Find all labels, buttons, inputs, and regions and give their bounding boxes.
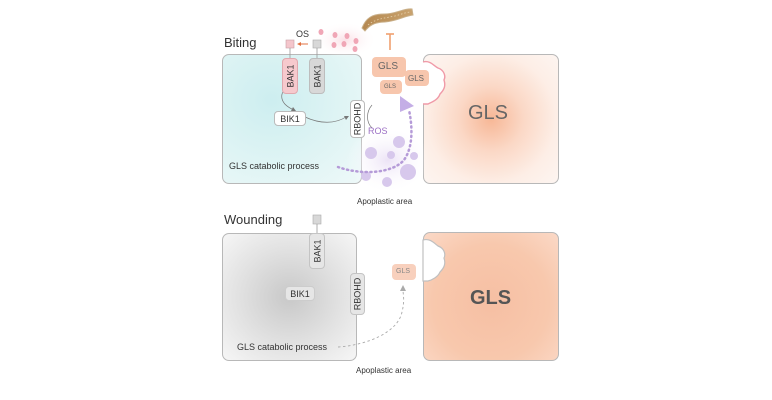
wounding-cell-gls-label: GLS (470, 287, 512, 309)
wounding-wound-site (422, 238, 446, 282)
wounding-title: Wounding (224, 212, 283, 227)
wounding-catabolic-label: GLS catabolic process (237, 342, 328, 352)
biting-neighbor-cell (423, 54, 559, 184)
wounding-bak1: BAK1 (309, 233, 325, 269)
biting-title: Biting (224, 35, 257, 50)
wounding-rbohd: RBOHD (350, 273, 365, 315)
os-droplets (318, 29, 359, 52)
rbohd-node: RBOHD (350, 100, 365, 138)
os-glow (313, 22, 377, 58)
wounding-receptor (312, 214, 322, 225)
biting-cell-gls-label: GLS (468, 102, 509, 124)
wounding-apoplastic-label: Apoplastic area (356, 366, 412, 375)
caterpillar-icon (361, 8, 414, 32)
wounding-bik1: BIK1 (285, 286, 315, 301)
bik1-node: BIK1 (274, 111, 306, 126)
os-arrow-icon (297, 42, 308, 46)
gls-fragment-label: GLS (384, 84, 397, 90)
inhibition-icon (386, 33, 394, 50)
bak1-bound: BAK1 (282, 58, 298, 94)
biting-flow-arrowhead (400, 96, 414, 112)
bik1-to-rbohd-arrow (304, 116, 347, 123)
wounding-gls-flow-path (337, 289, 405, 348)
gls-fragment-label: GLS (378, 61, 399, 72)
biting-apoplastic-label: Apoplastic area (357, 197, 413, 206)
ros-label: ROS (368, 126, 388, 136)
biting-catabolic-label: GLS catabolic process (229, 161, 320, 171)
gls-fragments (372, 57, 429, 94)
receptor-ligand-bound (285, 39, 295, 49)
ros-bubbles (361, 136, 418, 187)
wounding-flow-arrowhead (400, 285, 406, 291)
wound-gls-fragment-label: GLS (396, 268, 411, 275)
biting-gls-flow-path (336, 108, 413, 174)
wound-gls-fragment (392, 264, 416, 280)
bak1-unbound: BAK1 (309, 58, 325, 94)
wounding-neighbor-cell (423, 232, 559, 361)
os-label: OS (296, 29, 310, 39)
gls-fragment-label: GLS (408, 74, 425, 83)
receptor-unbound (312, 39, 322, 49)
rbohd-to-ros-arrow (367, 104, 373, 129)
